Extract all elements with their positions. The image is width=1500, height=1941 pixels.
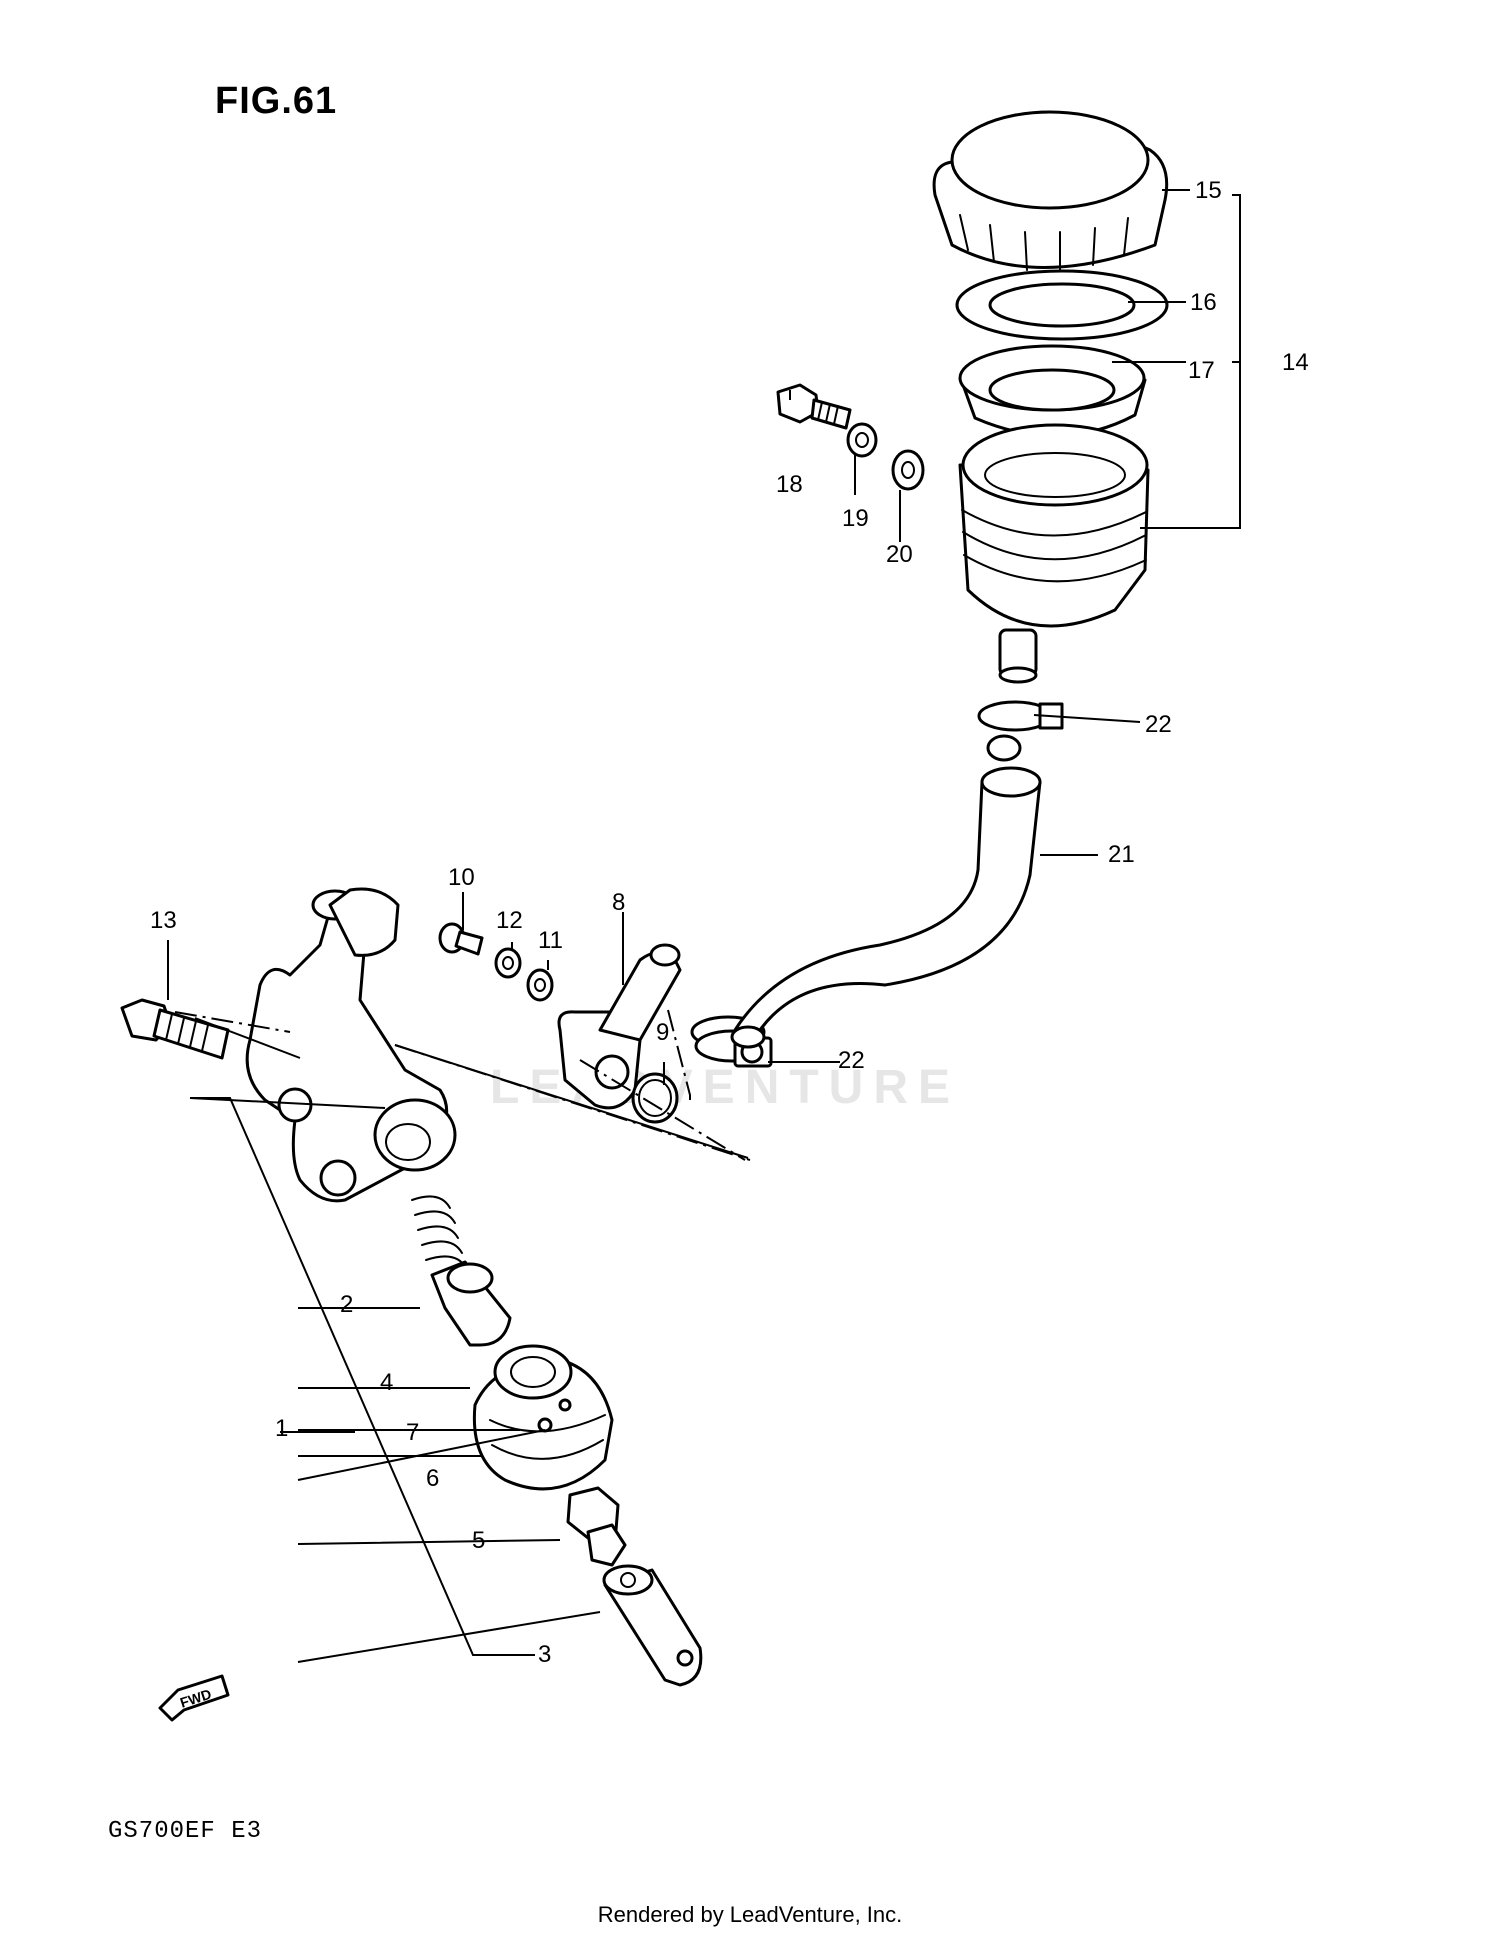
hose-connector	[557, 943, 682, 1110]
callout-14: 14	[1282, 349, 1309, 376]
callout-22-lower: 22	[838, 1047, 865, 1074]
callout-3: 3	[538, 1641, 551, 1668]
callout-19: 19	[842, 505, 869, 532]
screw-10	[438, 922, 484, 956]
callout-1: 1	[275, 1415, 288, 1442]
reservoir-diaphragm	[958, 344, 1147, 438]
callout-22-upper: 22	[1145, 711, 1172, 738]
callout-21: 21	[1108, 841, 1135, 868]
callout-5: 5	[472, 1527, 485, 1554]
figure-title: FIG.61	[215, 80, 338, 122]
callout-13: 13	[150, 907, 177, 934]
callout-15: 15	[1195, 177, 1222, 204]
callout-17: 17	[1188, 357, 1215, 384]
callout-12: 12	[496, 907, 523, 934]
washer-20	[891, 449, 925, 491]
callout-10: 10	[448, 864, 475, 891]
callout-8: 8	[612, 889, 625, 916]
reservoir-hose	[730, 766, 1042, 1049]
hose-clamp-upper	[977, 700, 1064, 762]
o-ring-9	[631, 1072, 679, 1124]
washer-11	[526, 968, 554, 1002]
callout-16: 16	[1190, 289, 1217, 316]
callout-9: 9	[656, 1019, 669, 1046]
master-cylinder-body	[245, 887, 457, 1203]
model-code: GS700EF E3	[108, 1818, 263, 1845]
locknut-5	[566, 1486, 627, 1567]
push-rod-3	[602, 1564, 703, 1687]
washer-12	[494, 947, 522, 979]
alignment-lines	[174, 1009, 751, 1161]
callout-11: 11	[538, 927, 563, 954]
lock-washer-19	[846, 422, 878, 458]
reservoir-plate	[955, 269, 1169, 341]
callout-4: 4	[380, 1369, 393, 1396]
reservoir-cap	[932, 110, 1169, 271]
bolt-18	[776, 383, 852, 430]
reservoir-body	[958, 423, 1150, 684]
footer-credit: Rendered by LeadVenture, Inc.	[597, 1902, 903, 1927]
callout-6: 6	[426, 1465, 439, 1492]
callout-7: 7	[406, 1419, 419, 1446]
fwd-arrow-icon: FWD	[158, 1674, 230, 1722]
piston-boot	[472, 1344, 614, 1491]
piston-spring	[411, 1195, 512, 1347]
callout-2: 2	[340, 1291, 353, 1318]
leader-lines	[167, 189, 1241, 1663]
callout-18: 18	[776, 471, 803, 498]
bolt-13	[120, 998, 230, 1060]
callout-20: 20	[886, 541, 913, 568]
